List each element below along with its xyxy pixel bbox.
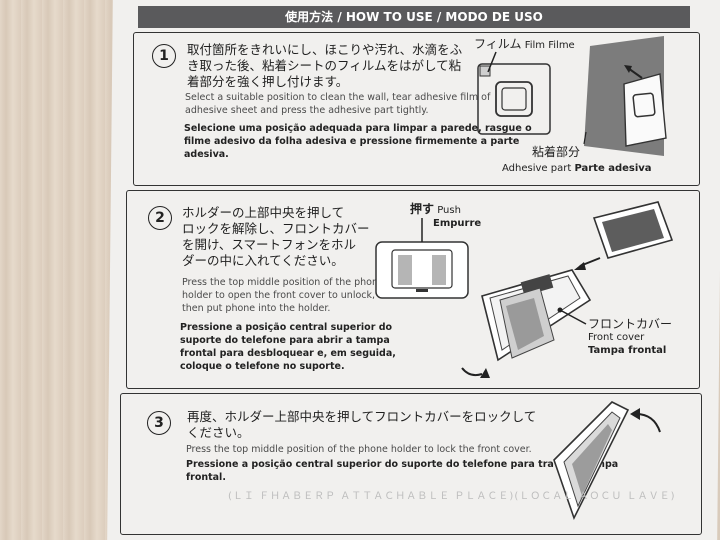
step-1-illustration	[477, 36, 667, 156]
bleed-through-text: (ＬＩ ＦＨＡＢＥＲＰ ＡＴＴＡＣＨＡＢＬＥ ＰＬＡＣＥ)(ＬＯＣＡＬ ＡＯＣＵ…	[228, 491, 676, 502]
step-1-pt-text: Selecione uma posição adequada para limp…	[184, 123, 532, 160]
step-3-box	[120, 393, 702, 535]
step-2-en-text: Press the top middle position of the pho…	[182, 277, 384, 314]
push-label: 押す Push	[410, 202, 461, 217]
step-1-en-text: Select a suitable position to clean the …	[185, 92, 491, 116]
step-3-ja-text: 再度、ホルダー上部中央を押してフロントカバーをロックしてください。	[187, 409, 537, 440]
step-3-pt-text: Pressione a posição central superior do …	[186, 459, 619, 483]
step-3-en-text: Press the top middle position of the pho…	[186, 444, 532, 455]
step-2-ja-text: ホルダーの上部中央を押してロックを解除し、フロントカバー を開け、スマートフォン…	[182, 205, 370, 268]
step-3-illustration	[553, 401, 661, 521]
push-label-pt: Empurre	[433, 218, 482, 229]
step-1-number: 1	[152, 44, 176, 68]
adhesive-part-label: 粘着部分	[532, 145, 581, 159]
step-2-number: 2	[148, 206, 172, 230]
step-1-box	[133, 32, 700, 186]
film-label: フィルム Film Filme	[474, 37, 575, 52]
step-1-ja-text: 取付箇所をきれいにし、ほこりや汚れ、水滴をふき取った後、粘着シートのフィルムをは…	[187, 42, 463, 89]
adhesive-part-label-en-pt: Adhesive part Parte adesiva	[502, 163, 652, 174]
front-cover-label: フロントカバー Front cover Tampa frontal	[588, 317, 673, 357]
section-header: 使用方法 / HOW TO USE / MODO DE USO	[138, 6, 690, 28]
step-3-number: 3	[147, 411, 171, 435]
step-2-box	[126, 190, 700, 389]
step-2-illustration	[375, 201, 674, 378]
